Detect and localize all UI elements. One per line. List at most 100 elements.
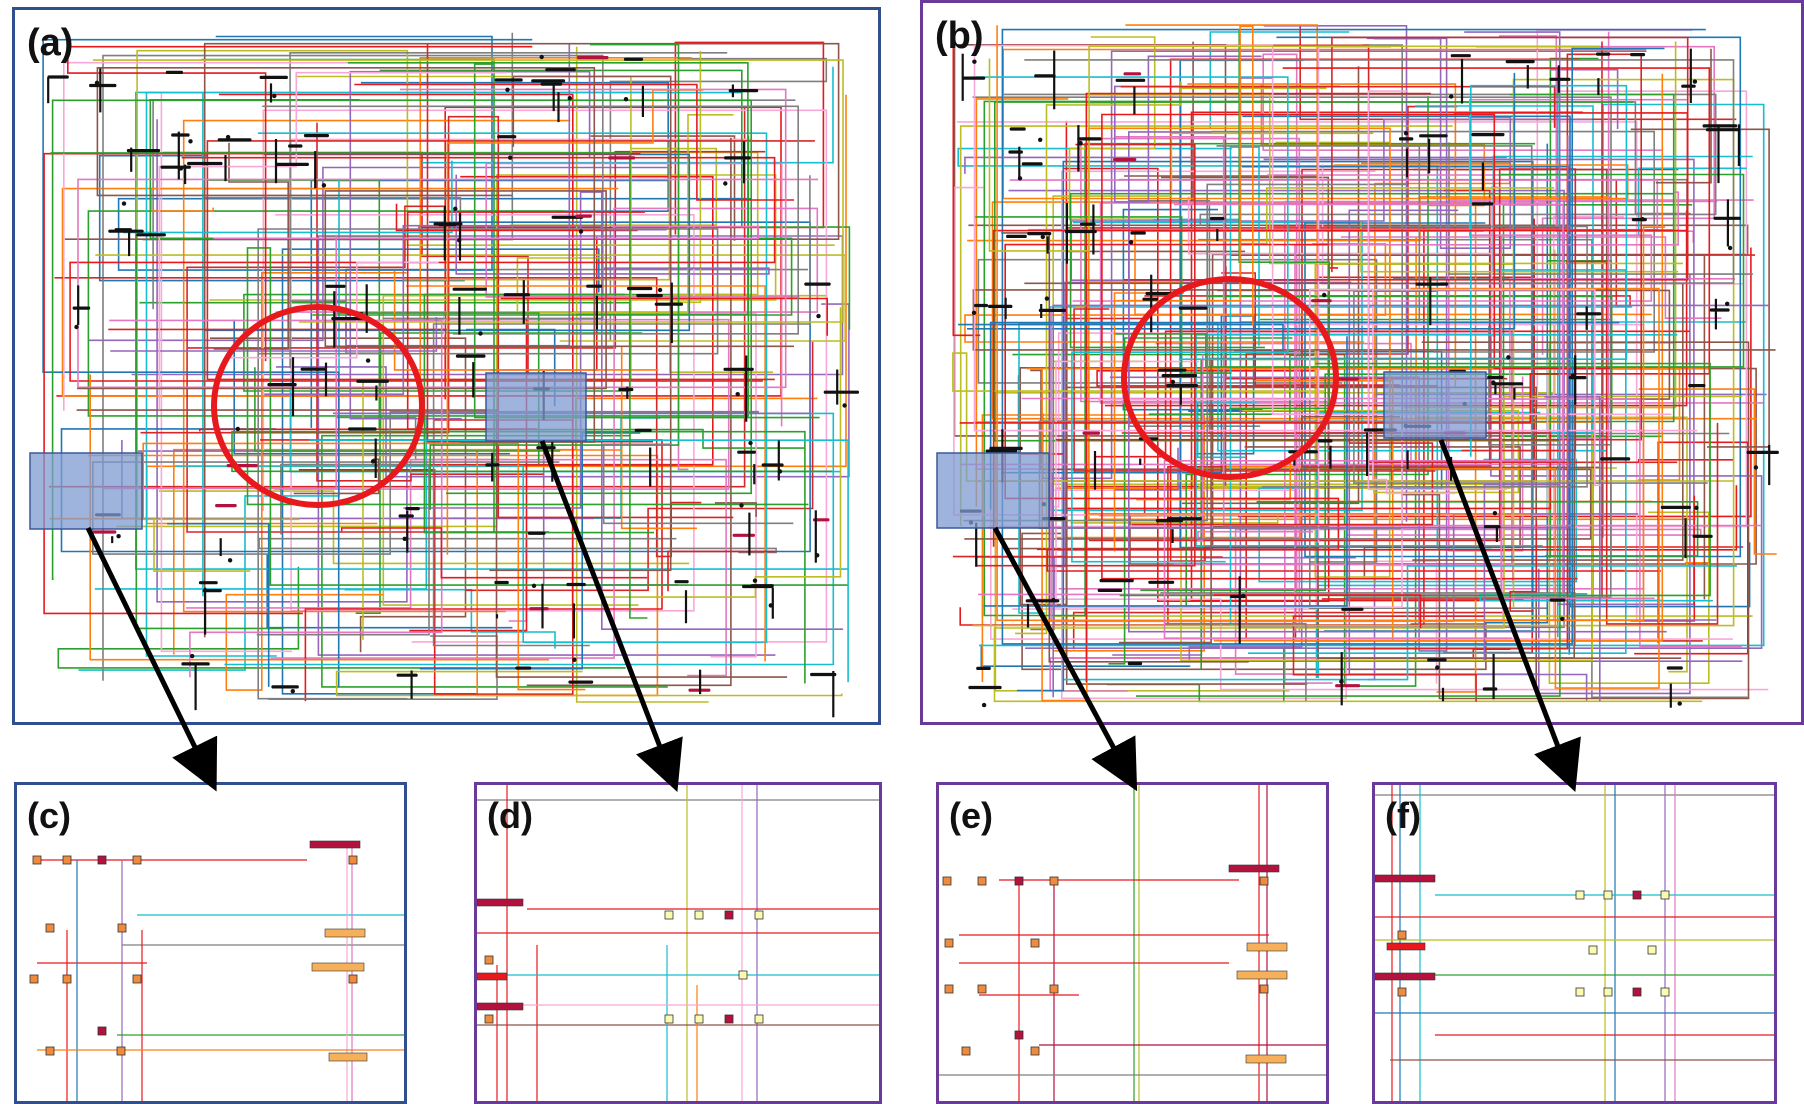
bus-bar [1471, 133, 1505, 137]
bus-node [748, 440, 753, 446]
bus-node [578, 229, 584, 234]
bus-bar [540, 82, 563, 86]
bus-bar [1155, 519, 1184, 523]
wire [139, 293, 749, 392]
wire [1209, 31, 1350, 129]
wire [281, 248, 600, 695]
bus-node [1078, 141, 1083, 146]
wire [590, 135, 736, 241]
bus-node [961, 1046, 971, 1056]
wire [158, 71, 507, 410]
bus-bar [494, 580, 509, 585]
wire [67, 45, 533, 362]
bus-node [453, 206, 458, 211]
wire [1340, 236, 1722, 319]
bus-bar [1127, 661, 1143, 666]
bus-bar [165, 70, 183, 74]
wire [972, 96, 1612, 446]
bus-node [1038, 137, 1043, 142]
bus-bar [503, 293, 530, 297]
bus-bar [95, 513, 121, 517]
wire [102, 54, 604, 681]
wire [1178, 84, 1628, 457]
bus-bar [89, 83, 117, 88]
wire [213, 225, 759, 240]
bus-node [1397, 930, 1407, 940]
bus-bar [1549, 598, 1566, 602]
wire [605, 307, 842, 598]
wire [988, 45, 1600, 252]
wire [77, 88, 819, 389]
bus-bar [1027, 232, 1052, 236]
bus-node [94, 80, 100, 86]
wire [92, 410, 759, 555]
bus-bar [215, 504, 237, 508]
bus-bar [1077, 137, 1102, 141]
bus-bar [1138, 437, 1159, 441]
bus-node [1725, 301, 1730, 306]
bus-node [348, 855, 358, 865]
wire [60, 221, 811, 553]
bus-bar [198, 581, 218, 585]
bus-node [1660, 890, 1670, 900]
bus-bar [1427, 658, 1447, 662]
panel-e: (e) [936, 782, 1329, 1104]
wire [1187, 196, 1498, 255]
bus-node [225, 134, 231, 140]
bus-bar [1491, 382, 1524, 386]
bus-bar [1021, 162, 1043, 166]
wire [332, 339, 811, 415]
wire [1131, 438, 1434, 526]
bus-node [62, 974, 72, 984]
bus-bar [1245, 1054, 1287, 1064]
bus-node [942, 876, 952, 886]
bus-node [623, 97, 629, 102]
wire [1188, 145, 1533, 540]
bus-bar [136, 233, 166, 237]
bus-node [121, 201, 127, 206]
bus-node [1575, 890, 1585, 900]
bus-bar [1288, 450, 1318, 454]
bus-node [484, 1014, 494, 1024]
bus-node [1322, 292, 1327, 298]
panel-c: (c) [14, 782, 407, 1104]
bus-node [739, 503, 744, 508]
bus-bar [989, 446, 1023, 450]
wire [347, 62, 749, 316]
wire [1001, 232, 1249, 663]
bus-node [768, 603, 773, 608]
bus-bar [1178, 306, 1208, 310]
bus-bar [1228, 864, 1280, 873]
bus-node [290, 689, 295, 694]
bus-node [1506, 355, 1511, 360]
bus-bar [1549, 77, 1571, 81]
bus-bar [812, 518, 830, 522]
wire [395, 203, 638, 232]
wire [321, 434, 668, 688]
bus-node [132, 855, 142, 865]
bus-node [1014, 1030, 1024, 1040]
bus-node [370, 459, 376, 464]
wire-group [952, 24, 1777, 703]
bus-node [478, 331, 483, 336]
wire [1655, 48, 1712, 184]
bus-bar [1600, 457, 1631, 461]
bus-node [1041, 502, 1047, 507]
bus-node [1170, 379, 1176, 385]
bus-node [402, 536, 407, 541]
wire [1211, 130, 1655, 353]
bus-bar [1166, 384, 1198, 388]
zoom-lines [1375, 785, 1774, 1101]
bus-bar [654, 302, 683, 306]
bus-bar [328, 1052, 368, 1062]
bus-node [1491, 380, 1496, 385]
wire [149, 99, 793, 316]
wire [136, 49, 835, 521]
wire [473, 63, 820, 419]
bus-bar [618, 387, 634, 392]
zoom-nodes [29, 840, 368, 1062]
bus-node [97, 1026, 107, 1036]
bus-bar [1746, 450, 1779, 454]
panel-d: (d) [474, 782, 882, 1104]
bus-node [116, 1046, 126, 1056]
